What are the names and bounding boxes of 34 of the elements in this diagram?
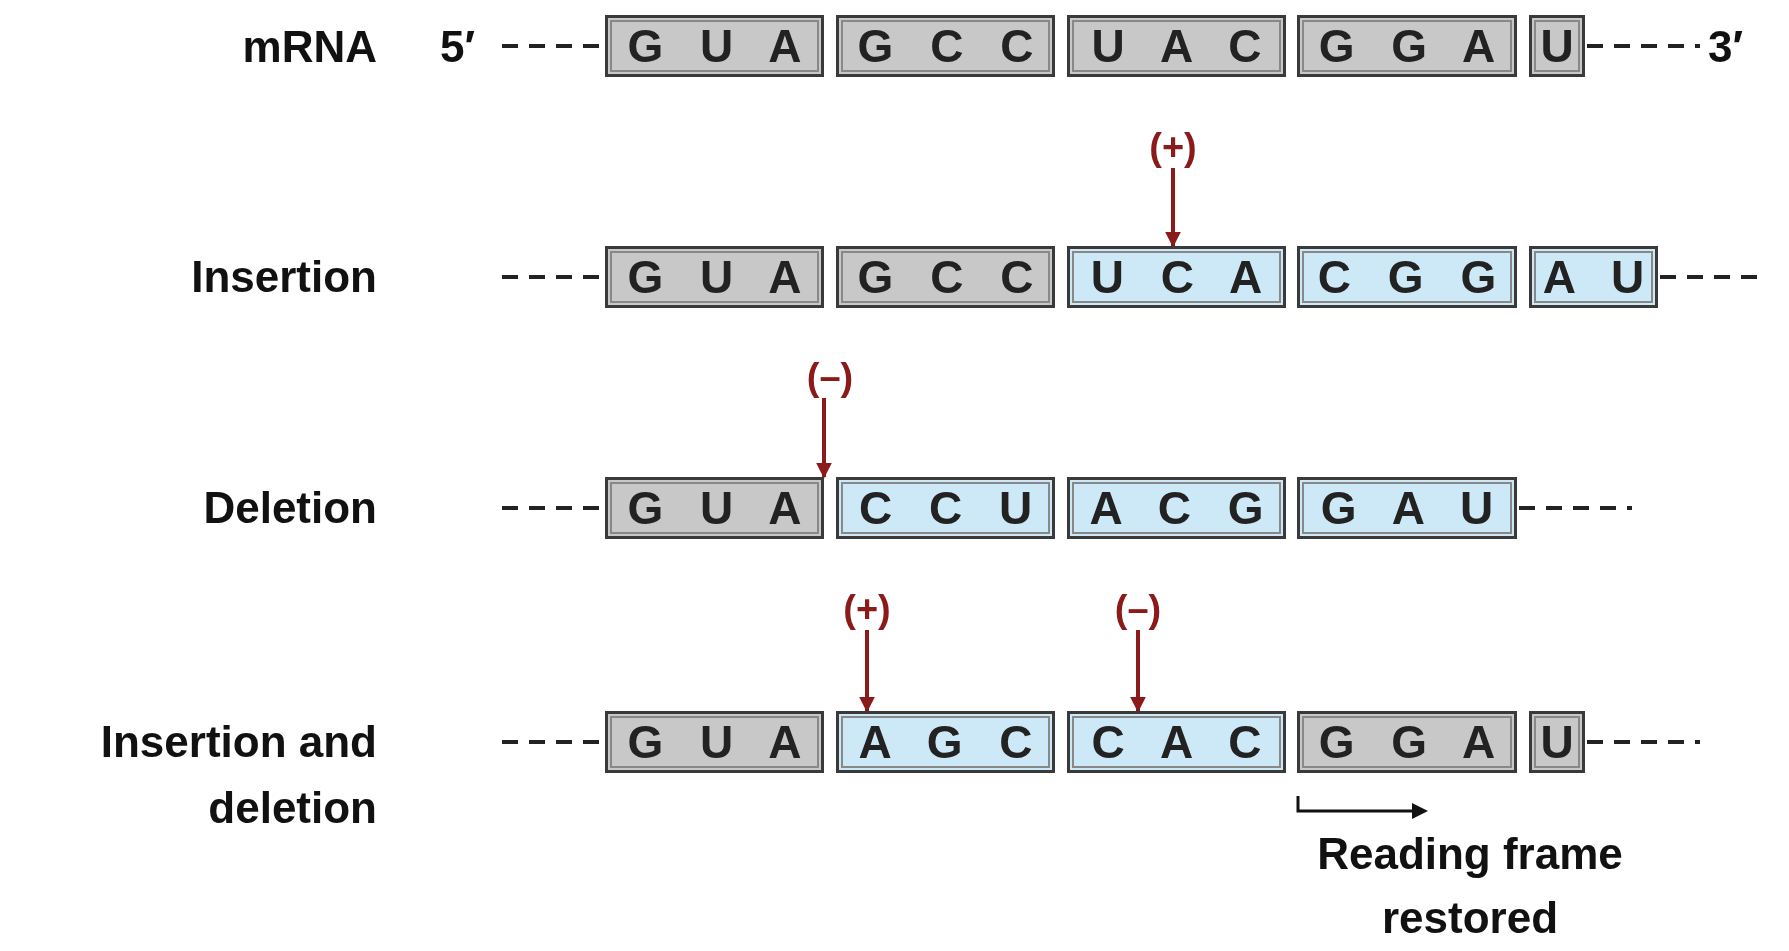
strand-end-label: 3′ <box>1708 21 1744 73</box>
codon-box: G U A <box>605 15 824 77</box>
codon-box: C G G <box>1297 246 1517 308</box>
codon-box: C C U <box>836 477 1055 539</box>
codon-box: G G A <box>1297 15 1517 77</box>
mutation-sign: (–) <box>1114 590 1162 628</box>
codon-box: G U A <box>605 246 824 308</box>
strand-end-label: 5′ <box>440 21 476 73</box>
arrow <box>1130 630 1146 713</box>
codon-box: G U A <box>605 711 824 773</box>
arrow <box>1165 168 1181 248</box>
mutation-sign: (+) <box>1149 128 1197 166</box>
codon-box: G A U <box>1297 477 1517 539</box>
codon-box: U <box>1529 15 1585 77</box>
row-label: Insertion <box>191 251 377 303</box>
codon-box: U A C <box>1067 15 1286 77</box>
codon-box: C A C <box>1067 711 1286 773</box>
codon-box: U <box>1529 711 1585 773</box>
codon-box: G C C <box>836 15 1055 77</box>
codon-box: G G A <box>1297 711 1517 773</box>
mutation-sign: (+) <box>843 590 891 628</box>
mutation-sign: (–) <box>806 358 854 396</box>
codon-box: A C G <box>1067 477 1286 539</box>
codon-box: A G C <box>836 711 1055 773</box>
row-label: mRNA <box>242 21 377 73</box>
row-label: Deletion <box>203 482 377 534</box>
codon-box: G C C <box>836 246 1055 308</box>
caption-text: Reading frame restored <box>1316 828 1624 944</box>
codon-box: U C A <box>1067 246 1286 308</box>
row-label: Insertion and deletion <box>99 716 377 834</box>
codon-box: A U <box>1529 246 1658 308</box>
arrow <box>816 398 832 479</box>
codon-box: G U A <box>605 477 824 539</box>
arrow <box>859 630 875 713</box>
